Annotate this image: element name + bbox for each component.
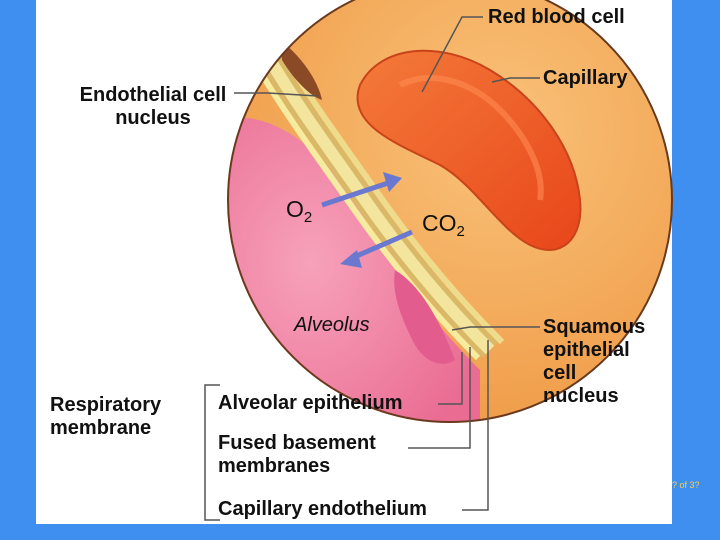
slide-counter: ? of 3? — [672, 480, 700, 490]
gas-arrows — [321, 172, 413, 268]
leader-fused-basement — [408, 347, 471, 449]
co2-arrow — [351, 229, 413, 261]
label-alveolus: Alveolus — [294, 314, 370, 336]
label-fused-basement: Fused basement membranes — [218, 432, 376, 477]
leader-squamous-nucleus — [451, 326, 540, 331]
co2-arrowhead — [340, 250, 362, 268]
leader-capillary-endothelium — [462, 340, 489, 511]
label-respiratory-membrane: Respiratory membrane — [50, 394, 162, 439]
o2-arrowhead — [383, 172, 402, 192]
label-alveolar-epithelium: Alveolar epithelium — [218, 392, 403, 414]
o2-arrow — [321, 180, 389, 208]
label-o2: O2 — [286, 196, 313, 226]
label-endothelial-nucleus: Endothelial cell nucleus — [79, 84, 227, 129]
label-squamous-nucleus: Squamous epithelial cell nucleus — [543, 316, 646, 407]
red-blood-cell-shape — [356, 49, 582, 251]
squamous-nucleus-shape — [394, 270, 455, 364]
label-co2: CO2 — [422, 210, 465, 240]
label-red-blood-cell: Red blood cell — [488, 6, 625, 28]
leader-capillary — [491, 77, 540, 83]
leader-lines — [204, 16, 540, 521]
membrane-inner-band — [264, 56, 495, 355]
magnification-circle — [227, 0, 673, 423]
leader-endothelial-nucleus — [234, 92, 319, 97]
leader-red-blood-cell — [421, 16, 483, 93]
label-capillary-endothelium: Capillary endothelium — [218, 498, 427, 520]
leader-alveolar-epithelium — [438, 352, 463, 405]
alveolar-epithelium-band — [255, 66, 481, 361]
bracket-respiratory-membrane — [204, 384, 220, 521]
endothelial-nucleus-shape — [280, 40, 322, 100]
label-capillary: Capillary — [543, 67, 628, 89]
